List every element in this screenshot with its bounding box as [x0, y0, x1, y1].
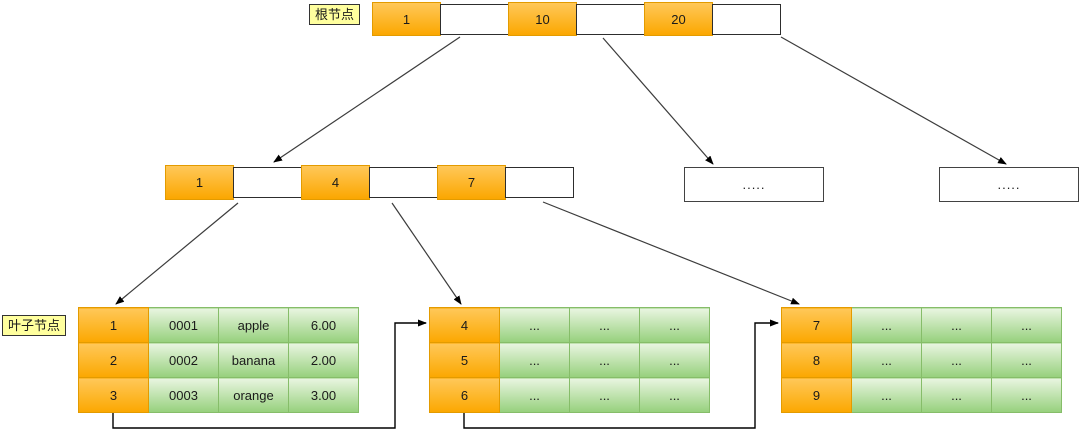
root-node: 1 10 20 [372, 2, 786, 36]
internal-key-cell: 1 [165, 165, 234, 200]
leaf-data-cell: ... [499, 307, 570, 343]
leaf-data-cell: orange [218, 377, 289, 413]
leaf-table-2: 4 ... ... ... 5 ... ... ... 6 ... ... ..… [429, 307, 710, 413]
leaf-data-cell: ... [851, 377, 922, 413]
table-row: 6 ... ... ... [429, 377, 710, 413]
leaf-node-label: 叶子节点 [2, 315, 67, 336]
leaf-data-cell: ... [639, 342, 710, 378]
leaf-key-cell: 1 [78, 307, 149, 343]
leaf-data-cell: ... [499, 342, 570, 378]
leaf-table-3: 7 ... ... ... 8 ... ... ... 9 ... ... ..… [781, 307, 1062, 413]
root-node-label: 根节点 [309, 4, 361, 25]
edge-internal-to-leaf-1 [115, 202, 239, 305]
edge-internal-to-leaf-3 [542, 201, 800, 305]
table-row: 4 ... ... ... [429, 307, 710, 343]
leaf-data-cell: 3.00 [288, 377, 359, 413]
internal-pointer-cell [369, 167, 438, 198]
leaf-data-cell: apple [218, 307, 289, 343]
root-key-cell: 10 [508, 2, 577, 36]
leaf-key-cell: 7 [781, 307, 852, 343]
root-pointer-cell [712, 3, 781, 35]
root-key-cell: 20 [644, 2, 713, 36]
internal-key-cell: 7 [437, 165, 506, 200]
table-row: 7 ... ... ... [781, 307, 1062, 343]
leaf-key-cell: 2 [78, 342, 149, 378]
leaf-data-cell: ... [569, 342, 640, 378]
leaf-key-cell: 5 [429, 342, 500, 378]
leaf-data-cell: ... [921, 377, 992, 413]
internal-node-ellipsis-2: ..... [939, 167, 1079, 202]
table-row: 3 0003 orange 3.00 [78, 377, 359, 413]
edge-internal-to-leaf-2 [391, 202, 462, 305]
edge-root-to-internal [273, 36, 461, 163]
leaf-key-cell: 8 [781, 342, 852, 378]
root-pointer-cell [576, 3, 645, 35]
internal-key-cell: 4 [301, 165, 370, 200]
internal-pointer-cell [233, 167, 302, 198]
leaf-data-cell: 0001 [148, 307, 219, 343]
leaf-data-cell: ... [569, 377, 640, 413]
leaf-data-cell: ... [991, 377, 1062, 413]
leaf-key-cell: 9 [781, 377, 852, 413]
leaf-data-cell: ... [991, 307, 1062, 343]
table-row: 2 0002 banana 2.00 [78, 342, 359, 378]
table-row: 5 ... ... ... [429, 342, 710, 378]
leaf-data-cell: 0003 [148, 377, 219, 413]
leaf-data-cell: ... [639, 307, 710, 343]
edge-root-to-ellipsis-1 [602, 37, 714, 165]
root-key-cell: 1 [372, 2, 441, 36]
leaf-key-cell: 4 [429, 307, 500, 343]
table-row: 1 0001 apple 6.00 [78, 307, 359, 343]
leaf-data-cell: ... [639, 377, 710, 413]
internal-pointer-cell [505, 167, 574, 198]
leaf-data-cell: ... [991, 342, 1062, 378]
leaf-data-cell: ... [851, 307, 922, 343]
root-pointer-cell [440, 3, 509, 35]
leaf-data-cell: 2.00 [288, 342, 359, 378]
leaf-data-cell: ... [921, 342, 992, 378]
leaf-key-cell: 3 [78, 377, 149, 413]
leaf-data-cell: 6.00 [288, 307, 359, 343]
leaf-key-cell: 6 [429, 377, 500, 413]
leaf-data-cell: ... [499, 377, 570, 413]
leaf-data-cell: ... [921, 307, 992, 343]
table-row: 9 ... ... ... [781, 377, 1062, 413]
internal-node-ellipsis-1: ..... [684, 167, 824, 202]
leaf-data-cell: banana [218, 342, 289, 378]
leaf-data-cell: ... [569, 307, 640, 343]
leaf-data-cell: 0002 [148, 342, 219, 378]
table-row: 8 ... ... ... [781, 342, 1062, 378]
edge-root-to-ellipsis-2 [780, 36, 1007, 165]
leaf-data-cell: ... [851, 342, 922, 378]
internal-node: 1 4 7 [165, 165, 579, 200]
leaf-table-1: 1 0001 apple 6.00 2 0002 banana 2.00 3 0… [78, 307, 359, 413]
